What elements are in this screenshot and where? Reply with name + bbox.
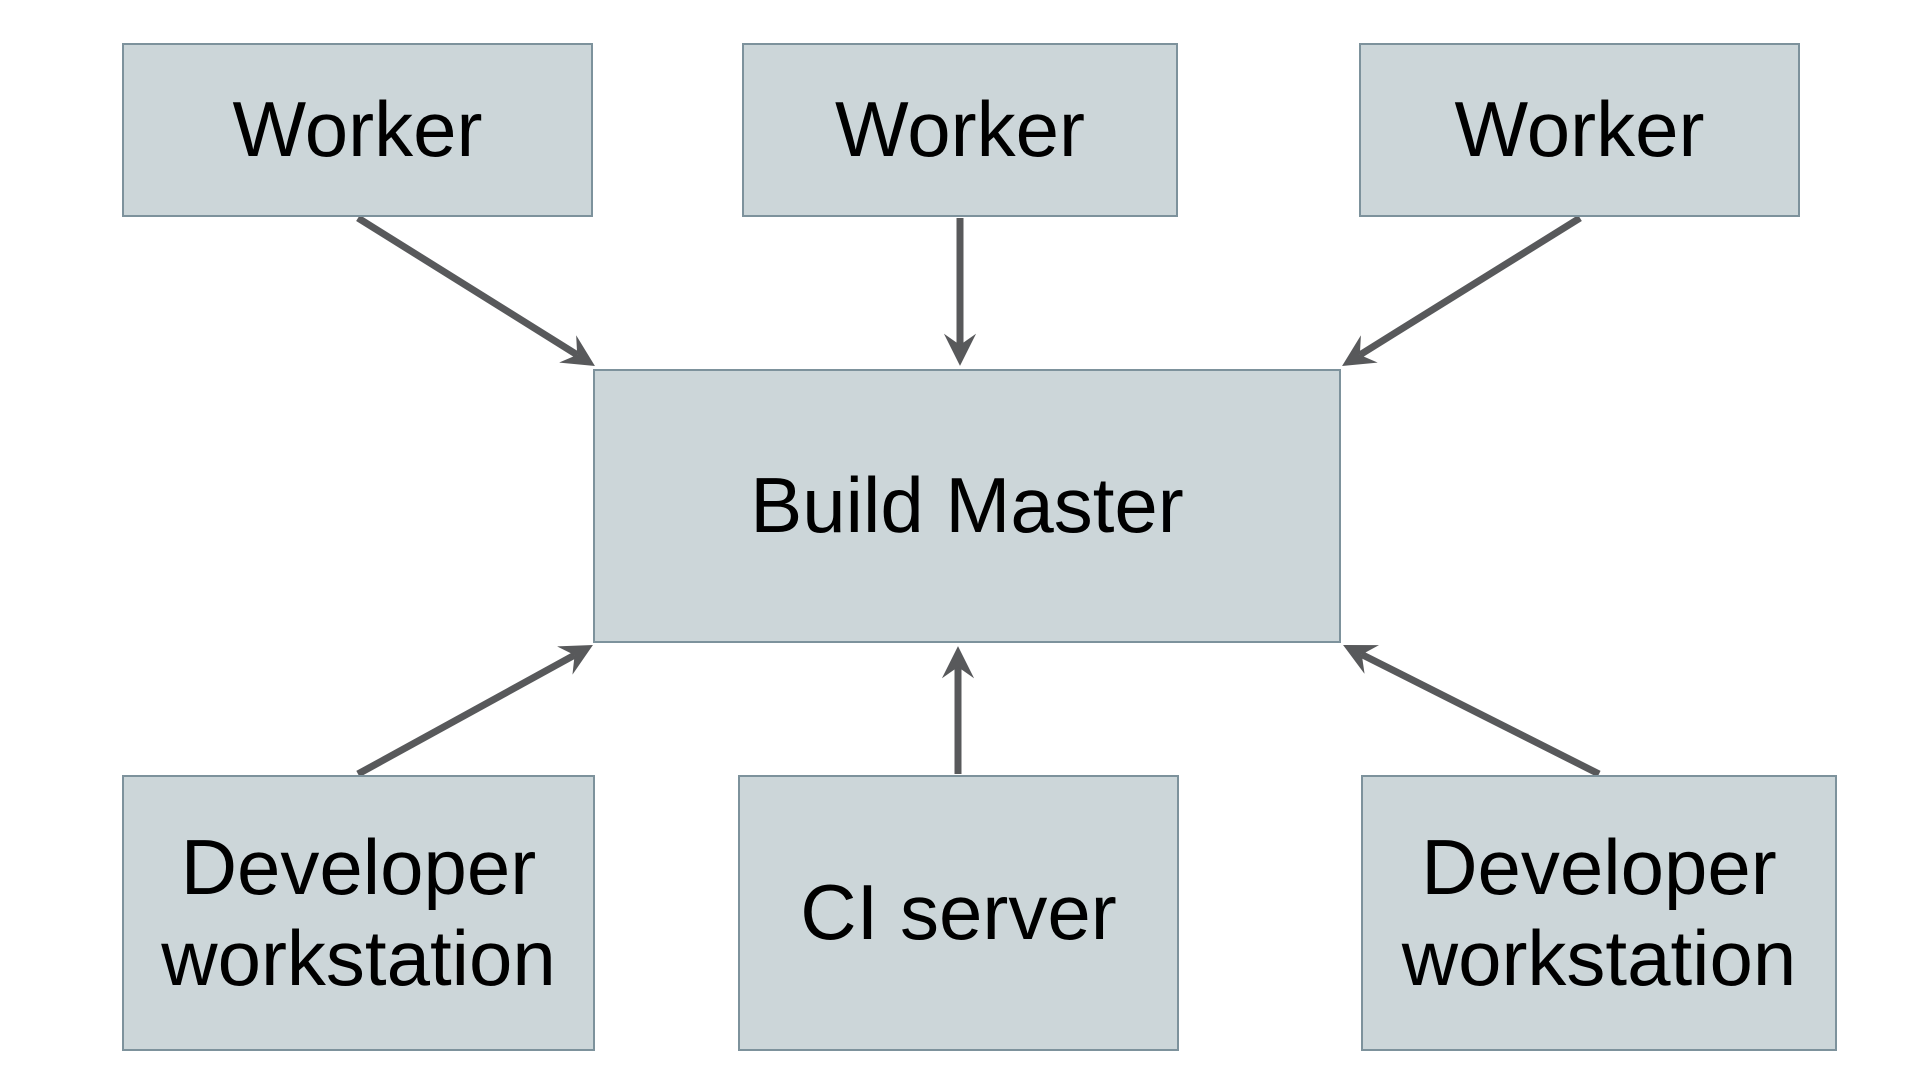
node-worker-1-label: Worker xyxy=(232,85,483,174)
node-build-master-label: Build Master xyxy=(750,461,1184,550)
node-developer-workstation-2-label: Developer workstation xyxy=(1401,822,1797,1002)
arrow-developer-workstation-1-to-build-master xyxy=(356,645,593,778)
node-build-master: Build Master xyxy=(593,369,1341,643)
node-worker-1: Worker xyxy=(122,43,593,217)
node-worker-2: Worker xyxy=(742,43,1178,217)
arrow-worker-3-to-build-master xyxy=(1342,215,1582,366)
arrow-worker-1-to-build-master xyxy=(356,215,595,366)
node-ci-server-label: CI server xyxy=(800,868,1117,957)
node-developer-workstation-1-label: Developer workstation xyxy=(161,822,556,1002)
node-worker-3: Worker xyxy=(1359,43,1800,217)
node-worker-2-label: Worker xyxy=(835,85,1085,174)
node-worker-3-label: Worker xyxy=(1454,85,1705,174)
arrow-developer-workstation-2-to-build-master xyxy=(1343,645,1601,778)
node-ci-server: CI server xyxy=(738,775,1179,1051)
node-developer-workstation-2: Developer workstation xyxy=(1361,775,1837,1051)
node-developer-workstation-1: Developer workstation xyxy=(122,775,595,1051)
